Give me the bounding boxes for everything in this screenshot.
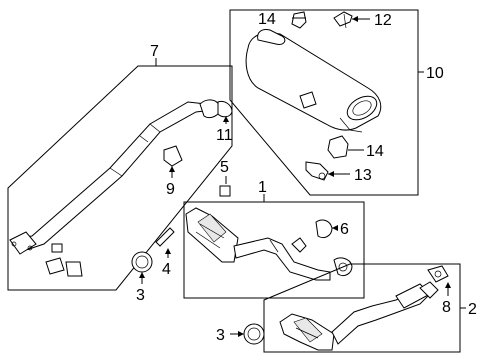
rear-converter-rib — [295, 327, 319, 339]
muffler-outlet-pipe — [346, 95, 378, 121]
front-pipe-panel-border — [183, 201, 365, 299]
pipe-bend-line — [269, 239, 279, 253]
arrow-3b — [238, 331, 244, 337]
pipe-tab — [139, 135, 149, 143]
part-5-group: 5 — [219, 159, 231, 197]
callout-7: 7 — [150, 43, 159, 60]
bolt-a — [51, 243, 63, 253]
bracket-12 — [333, 11, 353, 27]
part-3b-group: 3 — [216, 323, 265, 345]
gasket-3b-inner — [247, 327, 261, 341]
gasket-8-hole — [434, 270, 442, 278]
clamp-6 — [315, 219, 333, 239]
hanger-13-hole — [318, 172, 326, 180]
arrow-6 — [332, 225, 338, 231]
muffler-panel-border — [229, 9, 419, 196]
front-exhaust-pipe — [233, 237, 331, 281]
callout-8: 8 — [442, 299, 451, 316]
part-3a-group: 3 — [131, 251, 153, 304]
pipe-panel-border — [7, 65, 233, 291]
muffler-outlet-inner — [352, 100, 372, 116]
gasket-3a-inner — [135, 255, 149, 269]
intermediate-pipe-group: 7 11 9 — [7, 43, 233, 291]
isolator-14-lower — [327, 135, 349, 159]
callout-14a: 14 — [258, 11, 276, 28]
rear-pipe-group: 8 2 — [263, 263, 477, 353]
plug-5 — [219, 185, 231, 197]
rear-converter-heat-shield — [293, 317, 323, 343]
pipe-hanger-bracket — [291, 237, 307, 253]
callout-3b: 3 — [216, 327, 225, 344]
front-pipe-group: 1 6 — [183, 179, 365, 299]
arrow-4 — [165, 248, 171, 254]
outlet-gasket-hole — [338, 262, 348, 272]
callout-12: 12 — [374, 12, 392, 29]
flange-hole-a — [11, 241, 17, 247]
stud-4 — [155, 227, 175, 247]
pipe-joint-b — [109, 167, 123, 177]
clamp-11 — [217, 101, 233, 118]
converter-rib-b — [195, 231, 221, 249]
isolator-9 — [163, 145, 183, 167]
muffler-bracket — [299, 91, 317, 109]
callout-5: 5 — [220, 159, 229, 176]
callout-3a: 3 — [136, 287, 145, 304]
gasket-8 — [427, 265, 449, 283]
callout-2: 2 — [468, 301, 477, 318]
arrow-9 — [169, 166, 175, 172]
callout-11: 11 — [216, 127, 233, 144]
arrow-11 — [223, 116, 229, 122]
callout-4: 4 — [162, 261, 171, 278]
callout-1: 1 — [258, 179, 267, 196]
gasket-3a-outer — [131, 251, 153, 273]
muffler-hanger-rod — [339, 117, 363, 133]
arrow-8 — [445, 282, 451, 288]
muffler-group: 14 12 10 14 13 — [229, 9, 444, 196]
pipe-flange — [9, 231, 37, 255]
callout-14b: 14 — [366, 143, 384, 160]
flange-hole-b — [27, 245, 33, 251]
arrow-12 — [352, 16, 358, 22]
converter-rib-a — [199, 223, 225, 239]
callout-9: 9 — [166, 181, 175, 198]
isolator-14-top — [291, 11, 307, 29]
bracket-12-stud — [343, 13, 347, 29]
pipe-end-flange — [199, 99, 221, 119]
rear-outlet-flange — [419, 281, 439, 299]
arrow-3a — [139, 272, 145, 278]
callout-13: 13 — [354, 167, 372, 184]
part-4-group: 4 — [155, 227, 175, 278]
gasket-3b-outer — [243, 323, 265, 345]
arrow-13 — [328, 171, 334, 177]
nut-c — [65, 261, 83, 277]
intermediate-pipe — [17, 101, 214, 251]
hanger-13 — [305, 161, 329, 181]
pipe-joint-a — [149, 123, 161, 133]
callout-10: 10 — [426, 65, 444, 82]
muffler-inlet — [257, 29, 286, 45]
nut-b — [45, 257, 65, 275]
callout-6: 6 — [340, 221, 349, 238]
